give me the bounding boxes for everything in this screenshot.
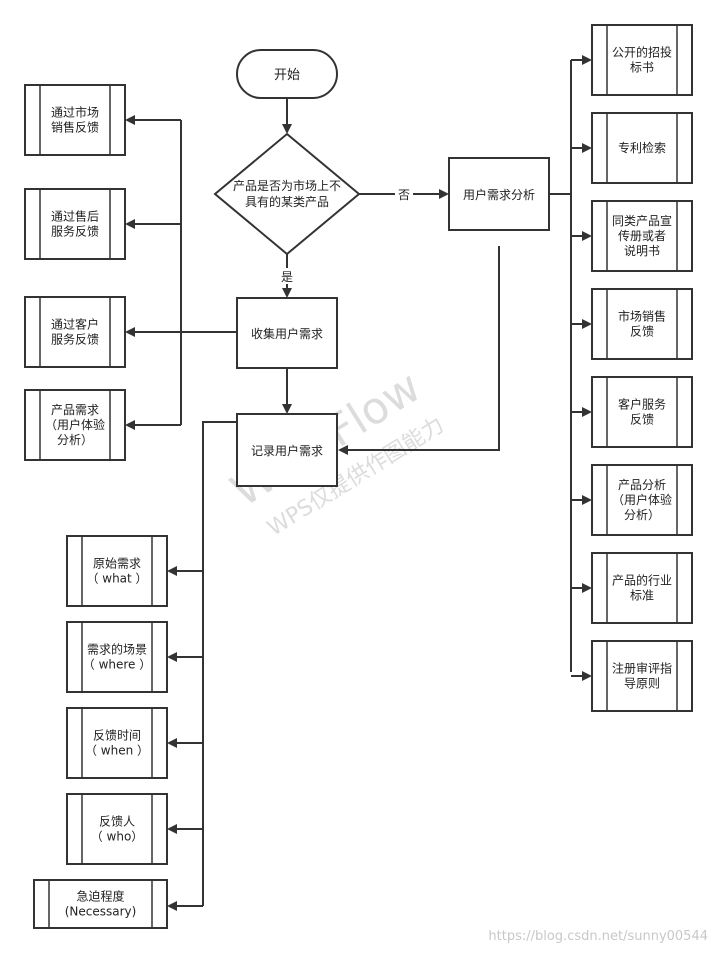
- arrowhead: [582, 319, 592, 329]
- box-text-line: 同类产品宣: [612, 213, 672, 228]
- edge-collect-sources: [180, 120, 237, 425]
- box-text-line: 标准: [630, 589, 654, 603]
- record-item-box[interactable]: 需求的场景（ where ）: [66, 621, 168, 693]
- box-text-line: 原始需求: [93, 557, 141, 571]
- no-label: 否: [398, 188, 410, 202]
- record-item-box[interactable]: 反馈人（ who）: [66, 793, 168, 865]
- start-label: 开始: [274, 68, 300, 83]
- decision-node[interactable]: 产品是否为市场上不 具有的某类产品: [213, 132, 361, 256]
- box-text-line: 公开的招投: [612, 45, 672, 60]
- box-text-line: 专利检索: [618, 140, 666, 155]
- analysis-source-box[interactable]: 专利检索: [591, 112, 693, 184]
- box-text-line: 传册或者: [618, 228, 666, 243]
- edge-record-items: [202, 421, 237, 906]
- box-text-line: 急迫程度: [76, 889, 124, 904]
- box-text-line: 服务反馈: [51, 332, 99, 347]
- box-text-line: 通过售后: [51, 209, 99, 224]
- arrowhead: [582, 55, 592, 65]
- arrowhead: [439, 189, 449, 199]
- box-text-line: 标书: [630, 61, 654, 75]
- box-text-line: 市场销售: [618, 309, 666, 324]
- box-text-line: 销售反馈: [51, 120, 99, 135]
- box-text-line: 产品分析: [618, 478, 666, 492]
- box-text-line: 服务反馈: [51, 224, 99, 239]
- box-text-line: 需求的场景: [87, 642, 147, 657]
- arrowhead: [582, 495, 592, 505]
- arrowhead: [282, 124, 292, 134]
- box-text-line: 产品的行业: [612, 573, 672, 588]
- arrowhead: [282, 404, 292, 414]
- record-requirements-node[interactable]: 记录用户需求: [236, 413, 338, 487]
- box-text-line: 通过市场: [51, 105, 99, 120]
- box-text-line: （用户体验: [612, 492, 672, 507]
- collect-label: 收集用户需求: [251, 326, 323, 341]
- box-text-line: 分析）: [624, 508, 660, 522]
- arrowhead: [167, 901, 177, 911]
- box-text-line: 反馈时间: [93, 729, 141, 743]
- box-text-line: 通过客户: [51, 317, 99, 332]
- box-text-line: （用户体验: [45, 417, 105, 432]
- edge-analysis-record: [344, 246, 500, 451]
- yes-label: 是: [281, 270, 293, 284]
- start-node[interactable]: 开始: [236, 49, 338, 99]
- box-text-line: 产品需求: [51, 403, 99, 417]
- connectors: [180, 60, 572, 906]
- box-text-line: 客户服务: [618, 397, 666, 412]
- source-url: https://blog.csdn.net/sunny00544: [488, 929, 708, 944]
- decision-label-line1: 产品是否为市场上不: [233, 178, 341, 193]
- arrowhead: [125, 115, 135, 125]
- record-item-box[interactable]: 原始需求（ what ）: [66, 535, 168, 607]
- box-text-line: (Necessary): [65, 905, 137, 919]
- requirements-analysis-node[interactable]: 用户需求分析: [448, 157, 550, 231]
- edge-analysis-sources: [549, 60, 572, 672]
- box-text-line: 反馈人: [99, 815, 135, 829]
- record-item-box[interactable]: 急迫程度(Necessary): [33, 879, 168, 929]
- box-text-line: （ who）: [91, 830, 144, 844]
- box-text-line: （ what ）: [86, 572, 147, 586]
- box-text-line: （ where ）: [83, 658, 152, 672]
- arrowhead: [338, 445, 348, 455]
- arrowhead: [582, 143, 592, 153]
- arrowhead: [167, 652, 177, 662]
- box-text-line: 分析）: [57, 433, 93, 447]
- branch-layer: 通过市场销售反馈通过售后服务反馈通过客户服务反馈产品需求（用户体验分析）公开的招…: [24, 24, 693, 929]
- record-label: 记录用户需求: [251, 443, 323, 458]
- box-text-line: 反馈: [630, 413, 654, 427]
- arrowhead: [582, 231, 592, 241]
- arrowhead: [582, 583, 592, 593]
- arrowhead: [167, 738, 177, 748]
- box-text-line: 导原则: [624, 677, 660, 691]
- arrowhead: [282, 288, 292, 298]
- decision-label-line2: 具有的某类产品: [245, 194, 329, 209]
- arrowhead: [582, 407, 592, 417]
- collect-requirements-node[interactable]: 收集用户需求: [236, 297, 338, 369]
- record-item-box[interactable]: 反馈时间（ when ）: [66, 707, 168, 779]
- arrowhead: [582, 671, 592, 681]
- arrowhead: [167, 824, 177, 834]
- box-text-line: 说明书: [624, 243, 660, 258]
- arrowhead: [125, 219, 135, 229]
- box-text-line: 反馈: [630, 325, 654, 339]
- arrowhead: [167, 566, 177, 576]
- box-text-line: 注册审评指: [612, 661, 672, 676]
- arrowhead: [125, 327, 135, 337]
- analysis-label: 用户需求分析: [463, 187, 535, 202]
- arrowhead: [125, 420, 135, 430]
- box-text-line: （ when ）: [85, 744, 149, 758]
